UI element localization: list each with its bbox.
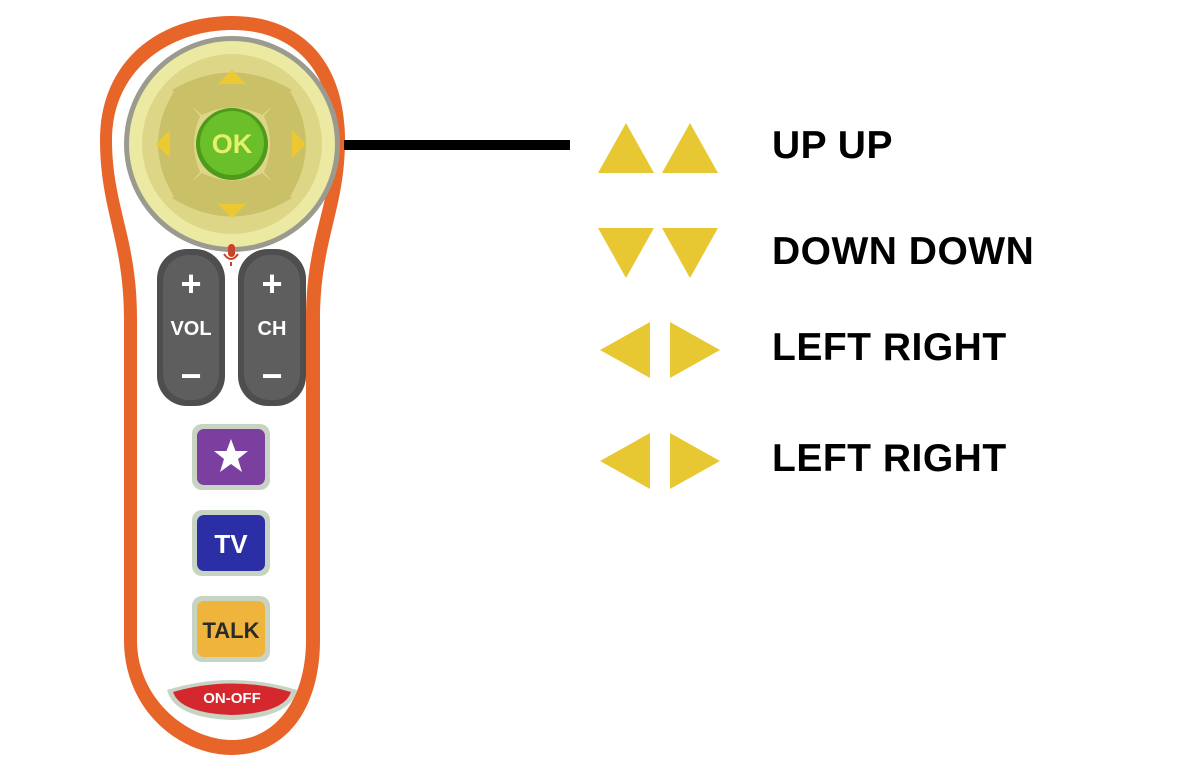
- dpad-right-button[interactable]: [264, 88, 306, 200]
- left-right-arrows-icon: [600, 433, 720, 489]
- volume-rocker[interactable]: + VOL −: [157, 249, 225, 406]
- down-down-arrows-icon: [598, 228, 718, 278]
- channel-label: CH: [258, 318, 287, 340]
- microphone-icon: [223, 244, 239, 266]
- on-off-label: ON-OFF: [203, 690, 261, 707]
- legend-row-left-right: LEFT RIGHT: [598, 431, 1158, 491]
- dpad-up-button[interactable]: [172, 70, 292, 115]
- volume-down-icon[interactable]: −: [180, 355, 201, 396]
- remote-control: OK + VOL − + CH − TV TALK: [100, 16, 345, 755]
- up-up-arrows-icon: [598, 123, 718, 173]
- legend-label: UP UP: [772, 124, 893, 167]
- down-arrow-icon: [218, 204, 246, 218]
- legend-row-down-down: DOWN DOWN: [598, 224, 1158, 284]
- channel-up-icon[interactable]: +: [261, 263, 282, 304]
- right-arrow-icon: [292, 130, 306, 158]
- connector-line: [344, 140, 570, 150]
- ok-label: OK: [212, 129, 253, 159]
- legend-label: LEFT RIGHT: [772, 326, 1007, 369]
- legend-row-left-right: LEFT RIGHT: [598, 320, 1158, 380]
- volume-label: VOL: [170, 318, 211, 340]
- tv-label: TV: [214, 529, 248, 559]
- dpad: OK: [124, 36, 340, 252]
- talk-button[interactable]: TALK: [192, 596, 270, 662]
- channel-down-icon[interactable]: −: [261, 355, 282, 396]
- legend-label: LEFT RIGHT: [772, 437, 1007, 480]
- channel-rocker[interactable]: + CH −: [238, 249, 306, 406]
- dpad-left-button[interactable]: [156, 88, 200, 200]
- on-off-button[interactable]: ON-OFF: [167, 680, 297, 720]
- star-button[interactable]: [192, 424, 270, 490]
- star-icon: [214, 439, 248, 472]
- left-right-arrows-icon: [600, 322, 720, 378]
- talk-label: TALK: [202, 618, 259, 643]
- tv-button[interactable]: TV: [192, 510, 270, 576]
- legend-row-up-up: UP UP: [598, 118, 1158, 178]
- legend-label: DOWN DOWN: [772, 230, 1035, 273]
- left-arrow-icon: [156, 130, 170, 158]
- dpad-down-button[interactable]: [172, 173, 292, 218]
- ok-button[interactable]: OK: [196, 108, 268, 180]
- up-arrow-icon: [218, 70, 246, 84]
- volume-up-icon[interactable]: +: [180, 263, 201, 304]
